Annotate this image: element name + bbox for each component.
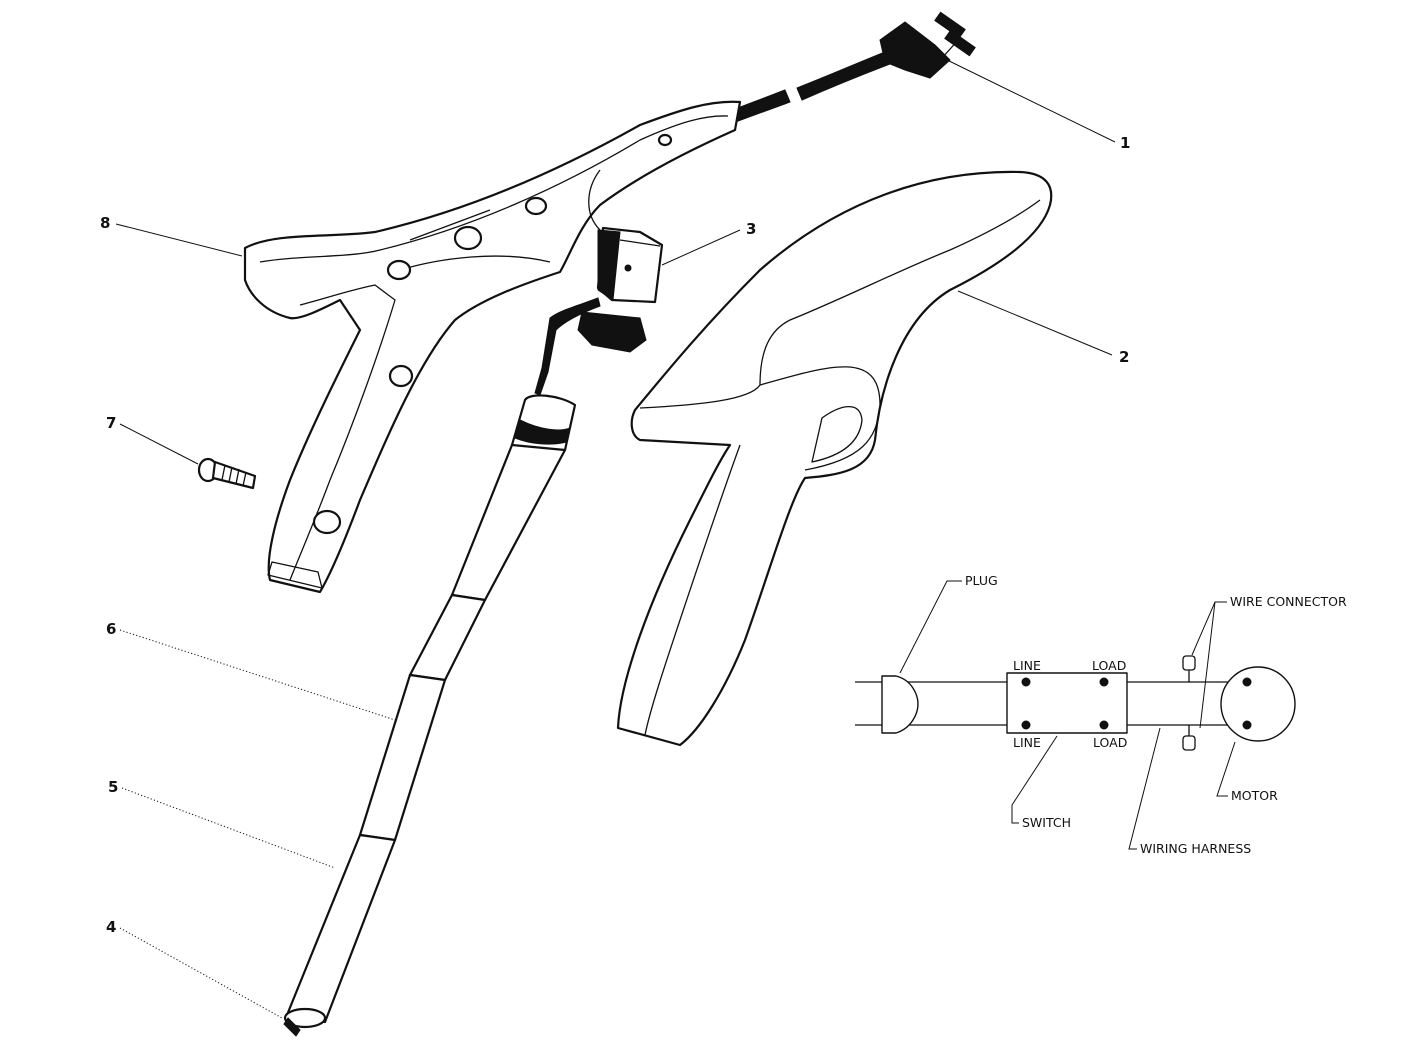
left-handle-half bbox=[243, 100, 742, 594]
callout-8: 8 bbox=[100, 214, 110, 232]
load-bottom-label: LOAD bbox=[1093, 735, 1127, 750]
callout-1: 1 bbox=[1120, 134, 1130, 152]
callout-2: 2 bbox=[1119, 348, 1129, 366]
callout-3: 3 bbox=[746, 220, 756, 238]
callout-5: 5 bbox=[108, 778, 118, 796]
load-top-label: LOAD bbox=[1092, 658, 1126, 673]
line-bottom-label: LINE bbox=[1013, 735, 1041, 750]
screw bbox=[197, 457, 257, 490]
motor-label: MOTOR bbox=[1231, 788, 1278, 803]
wire-connector-label: WIRE CONNECTOR bbox=[1230, 594, 1347, 609]
callout-6: 6 bbox=[106, 620, 116, 638]
switch-assembly bbox=[534, 169, 664, 396]
switch-label: SWITCH bbox=[1022, 815, 1071, 830]
plug-label: PLUG bbox=[965, 573, 998, 588]
callouts: 1 2 3 8 7 6 5 4 bbox=[100, 57, 1130, 1019]
callout-7: 7 bbox=[106, 414, 116, 432]
right-handle-half bbox=[616, 170, 1053, 747]
wiring-schematic: PLUG WIRE CONNECTOR LINE LOAD LINE LOAD … bbox=[855, 573, 1347, 856]
tube-assembly bbox=[283, 394, 577, 1037]
callout-4: 4 bbox=[106, 918, 116, 936]
line-top-label: LINE bbox=[1013, 658, 1041, 673]
wiring-harness-label: WIRING HARNESS bbox=[1140, 841, 1251, 856]
